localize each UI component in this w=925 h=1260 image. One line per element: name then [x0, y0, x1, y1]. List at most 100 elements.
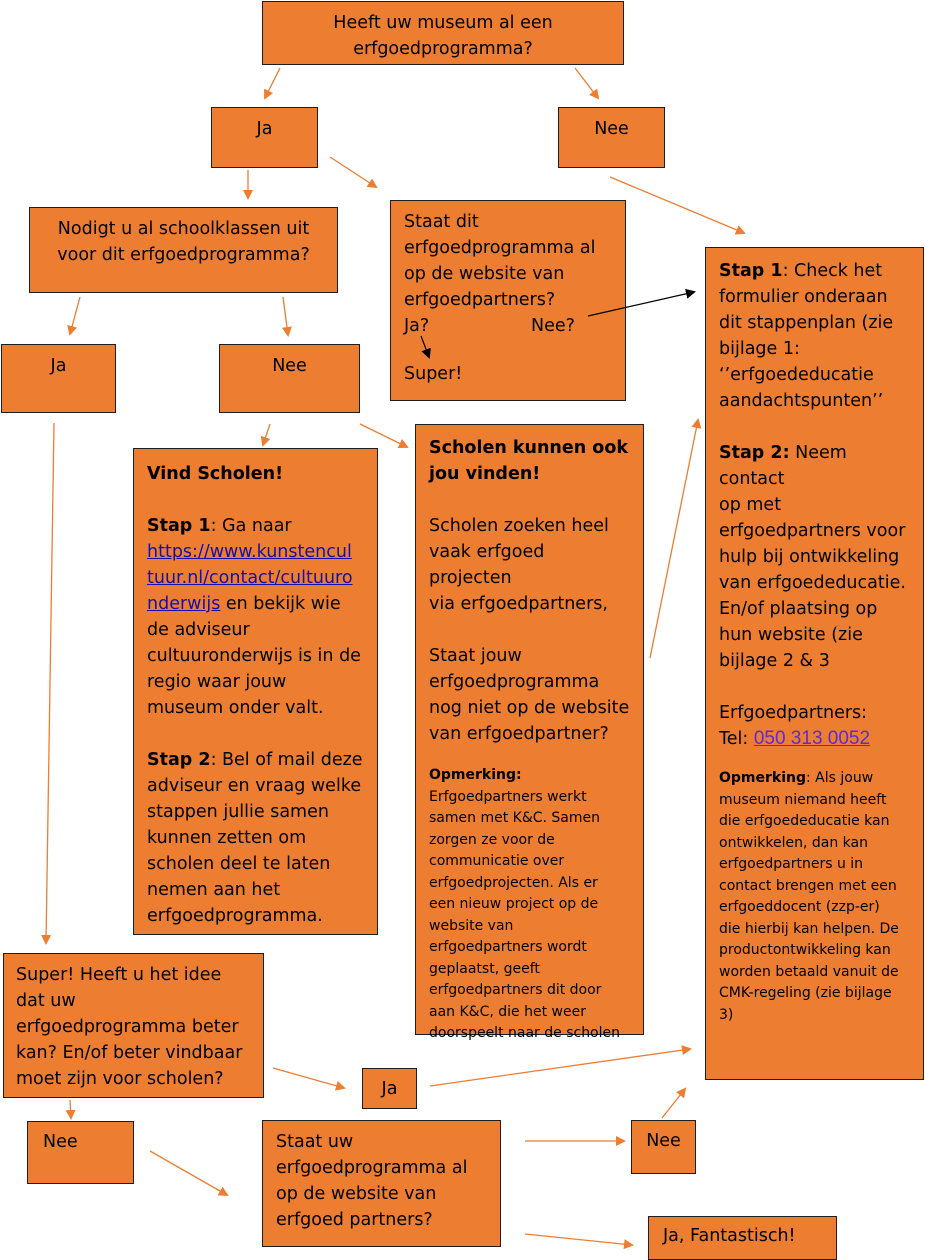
answer-ja-box: Ja — [211, 107, 318, 168]
answer-nee-label: Nee — [272, 356, 307, 376]
remark-line: worden betaald vanuit de — [719, 963, 899, 980]
step-text: En/of plaatsing op — [719, 599, 878, 619]
improve-answer-ja-box: Ja — [362, 1068, 417, 1109]
step1-text: regio waar jouw — [147, 672, 287, 692]
question-line: Staat uw — [276, 1132, 354, 1152]
remark-line: samen met K&C. Samen — [429, 810, 601, 826]
answer-ja-label: Ja — [50, 356, 67, 376]
find-schools-box: Vind Scholen! Stap 1: Ga naar https://ww… — [133, 448, 378, 935]
remark-line: productontwikkeling kan — [719, 942, 891, 958]
question-line: Heeft uw museum al een — [333, 13, 553, 33]
step1-text: de adviseur — [147, 620, 250, 640]
question-line: Super! Heeft u het idee — [16, 965, 222, 985]
arrow — [260, 423, 271, 447]
question-line: voor dit erfgoedprogramma? — [57, 245, 310, 265]
remark-line: Erfgoedpartners werkt — [429, 788, 587, 805]
question-line: erfgoed partners? — [276, 1210, 433, 1230]
remark-line: erfgoeddocent (zzp-er) — [719, 899, 880, 915]
arrow — [281, 296, 292, 337]
remark-line: erfgoedprojecten. Als er — [429, 874, 598, 891]
remark-line: museum niemand heeft — [719, 791, 887, 808]
remark-line: die erfgoededucatie kan — [719, 813, 890, 829]
answer-nee-label: Nee — [646, 1131, 681, 1151]
arrow — [264, 67, 281, 100]
question-line: erfgoedpartners? — [404, 290, 556, 310]
question-line: erfgoedprogramma al — [276, 1158, 468, 1178]
remark-line: erfgoedpartners u in — [719, 856, 864, 872]
step-text: hun website (zie — [719, 625, 863, 645]
remark-line: aan K&C, die het weer — [429, 1003, 586, 1020]
body-line: nog niet op de website — [429, 698, 630, 718]
tel-label: Tel: — [719, 729, 749, 749]
remark-line: zorgen ze voor de — [429, 831, 555, 848]
question-line: moet zijn voor scholen? — [16, 1069, 224, 1089]
kunstencultuur-link[interactable]: https://www.kunstencul tuur.nl/contact/c… — [147, 542, 353, 614]
phone-link[interactable]: 050 313 0052 — [753, 728, 871, 749]
arrow — [67, 296, 81, 336]
body-line: vaak erfgoed projecten — [429, 542, 545, 588]
arrow — [524, 1233, 634, 1250]
remark-line: contact brengen met een — [719, 877, 897, 894]
step-text: bijlage 1: — [719, 339, 800, 359]
step-text: van erfgoededucatie. — [719, 573, 906, 593]
step-text: dit stappenplan (zie — [719, 313, 894, 333]
arrow — [429, 1045, 692, 1087]
step2-text: nemen aan het — [147, 880, 281, 900]
step2-text: stappen jullie samen — [147, 802, 329, 822]
step2-text: kunnen zetten om — [147, 828, 307, 848]
ja-nee-row: Ja? Nee? — [404, 313, 612, 339]
nee-option: Nee? — [531, 316, 575, 336]
remark-line: een nieuw project op de — [429, 896, 599, 912]
answer-nee-label: Nee — [43, 1132, 78, 1152]
steps-box: Stap 1: Check het formulier onderaan dit… — [705, 247, 924, 1080]
fantastic-label: Ja, Fantastisch! — [663, 1226, 796, 1246]
remark-line: : Als jouw — [806, 770, 874, 786]
step-text: bijlage 2 & 3 — [719, 651, 830, 671]
step1-text: cultuuronderwijs is in de — [147, 646, 361, 666]
step2-text: erfgoedprogramma. — [147, 906, 323, 926]
remark-line: erfgoedpartners dit door — [429, 982, 602, 998]
step1-text: museum onder valt. — [147, 698, 324, 718]
step2-label: Stap 2: — [719, 443, 790, 463]
ja-option: Ja? — [404, 316, 430, 336]
question-on-website: Staat dit erfgoedprogramma al op de webs… — [390, 200, 626, 401]
remark-line: erfgoedpartners wordt — [429, 939, 587, 955]
step1-text: en bekijk wie — [220, 594, 341, 614]
step2-text: : Bel of mail deze — [210, 750, 363, 770]
question-improve-program: Super! Heeft u het idee dat uw erfgoedpr… — [3, 953, 264, 1098]
question-has-heritage-program: Heeft uw museum al een erfgoedprogramma? — [262, 1, 624, 65]
step-text: ‘’erfgoededucatie — [719, 365, 874, 385]
remark-line: geplaatst, geeft — [429, 960, 540, 977]
question-program-on-site: Staat uw erfgoedprogramma al op de websi… — [262, 1120, 501, 1247]
step2-text: scholen deel te laten — [147, 854, 331, 874]
body-line: erfgoedprogramma — [429, 672, 600, 692]
question-invites-classes: Nodigt u al schoolklassen uit voor dit e… — [29, 207, 338, 293]
step1-label: Stap 1 — [147, 516, 211, 536]
remark-line: CMK-regeling (zie bijlage — [719, 985, 892, 1001]
arrow — [272, 1067, 346, 1091]
step-text: hulp bij ontwikkeling — [719, 547, 900, 567]
link-text: nderwijs — [147, 594, 221, 614]
arrow — [329, 156, 378, 189]
question-line: Nodigt u al schoolklassen uit — [57, 219, 310, 239]
arrow — [149, 1150, 229, 1196]
body-line: Staat jouw — [429, 646, 522, 666]
body-line: van erfgoedpartner? — [429, 724, 609, 744]
remark-line: website van — [429, 917, 514, 934]
remark-label: Opmerking — [719, 770, 807, 786]
remark-line: 3) — [719, 1006, 734, 1023]
arrow — [359, 423, 409, 448]
step1-label: Stap 1 — [719, 261, 783, 281]
question-line: op de website van — [404, 264, 565, 284]
partners-label: Erfgoedpartners: — [719, 703, 868, 723]
find-schools-title: Vind Scholen! — [147, 464, 284, 484]
super-label: Super! — [404, 364, 463, 384]
answer-ja-label: Ja — [256, 119, 273, 139]
on-site-answer-nee-box: Nee — [631, 1120, 696, 1174]
link-text: tuur.nl/contact/cultuuro — [147, 568, 353, 588]
remark-line: doorspeelt naar de scholen — [429, 1025, 621, 1041]
step-text: aandachtspunten’’ — [719, 391, 884, 411]
question-line: Staat dit — [404, 212, 479, 232]
improve-answer-nee-box: Nee — [27, 1121, 134, 1184]
q2-answer-nee-box: Nee — [219, 344, 360, 413]
